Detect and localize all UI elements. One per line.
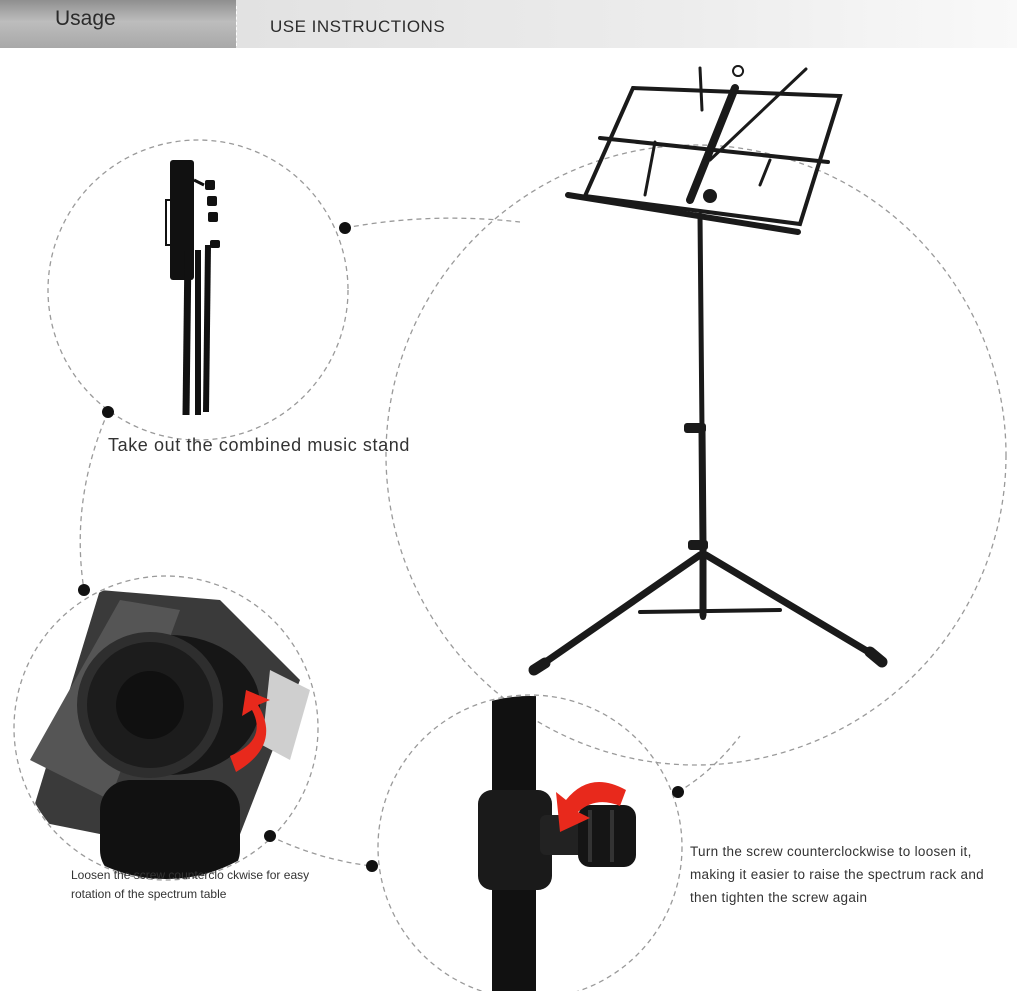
folded-stand-circle bbox=[47, 139, 349, 441]
connector-dot bbox=[78, 584, 90, 596]
connector-dot bbox=[672, 786, 684, 798]
usage-tab[interactable]: Usage bbox=[0, 0, 236, 48]
page-title: USE INSTRUCTIONS bbox=[270, 17, 446, 36]
connector-line bbox=[677, 735, 741, 793]
caption-step-3: Turn the screw counterclockwise to loose… bbox=[690, 844, 984, 905]
header-banner: Usage USE INSTRUCTIONS bbox=[0, 0, 1017, 48]
rotate-arrow-icon bbox=[556, 782, 626, 832]
height-screw-image bbox=[478, 696, 636, 991]
caption-step-2: Loosen the screw counterclo ckwise for e… bbox=[71, 868, 310, 901]
folded-stand-image bbox=[165, 160, 220, 416]
connector-line bbox=[344, 217, 521, 229]
connector-dot bbox=[366, 860, 378, 872]
header-divider bbox=[236, 6, 237, 46]
assembled-stand-circle bbox=[385, 144, 1007, 766]
tray-screw-image bbox=[30, 590, 310, 879]
usage-tab-label: Usage bbox=[55, 7, 116, 30]
tray-screw-circle bbox=[13, 575, 319, 881]
rotate-arrow-icon bbox=[230, 690, 270, 772]
connector-line bbox=[79, 411, 109, 591]
title-bar bbox=[236, 0, 1017, 48]
connector-line bbox=[269, 835, 373, 867]
assembled-stand-image bbox=[528, 65, 888, 676]
connector-dot bbox=[264, 830, 276, 842]
connector-dot bbox=[339, 222, 351, 234]
connector-dot bbox=[102, 406, 114, 418]
height-screw-circle bbox=[377, 694, 683, 991]
caption-step-1: Take out the combined music stand bbox=[108, 435, 410, 455]
